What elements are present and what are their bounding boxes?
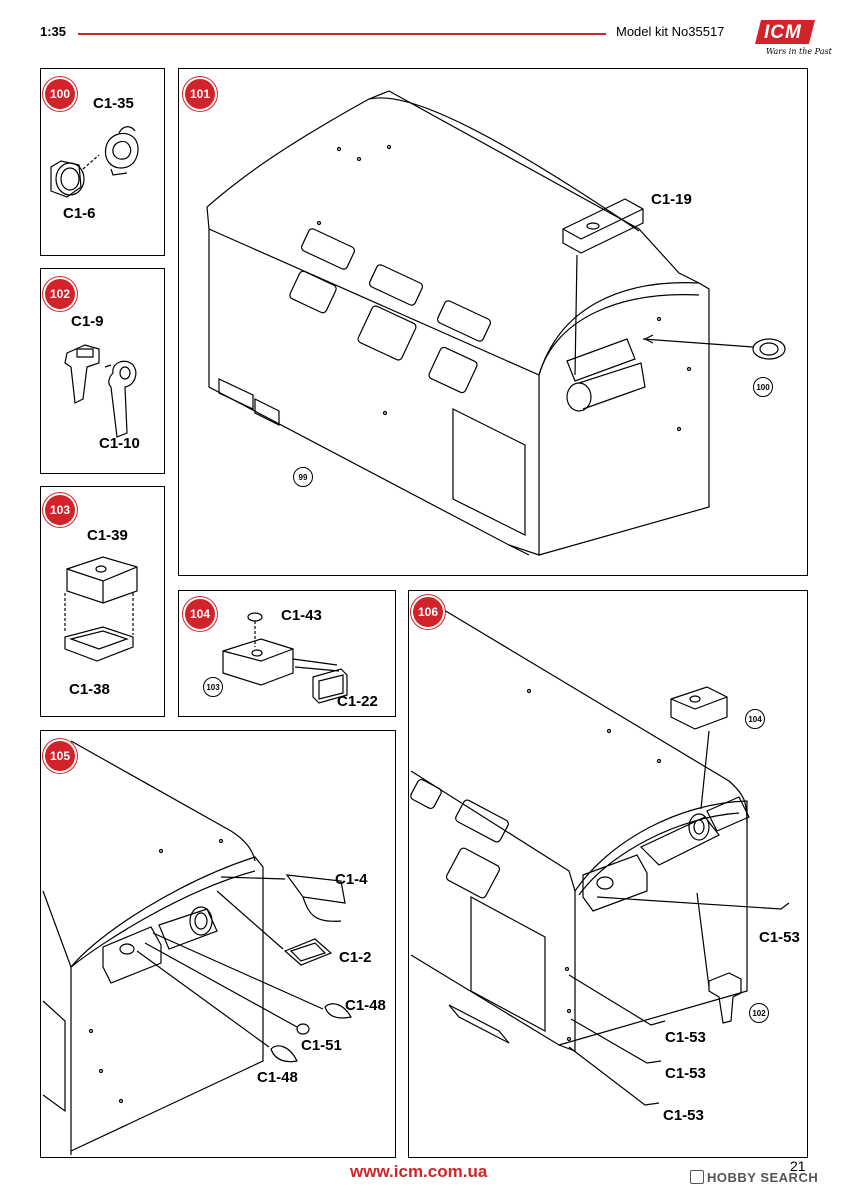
step-103-badge: 103 xyxy=(45,495,75,525)
page-number: 21 xyxy=(790,1158,806,1174)
part-label: C1-43 xyxy=(281,607,322,624)
ref-step-104: 104 xyxy=(745,709,765,729)
step-103-panel: 103 C1-39 C1-38 xyxy=(40,486,165,717)
part-label: C1-48 xyxy=(345,997,386,1014)
step-103-drawing xyxy=(64,556,138,662)
step-105-panel: 105 C1-4 C1-2 C1-48 C1-51 C1-48 xyxy=(40,730,396,1158)
part-label: C1-4 xyxy=(335,871,368,888)
part-label: C1-53 xyxy=(665,1029,706,1046)
part-label: C1-53 xyxy=(759,929,800,946)
step-105-drawing xyxy=(42,740,352,1155)
step-100-badge: 100 xyxy=(45,79,75,109)
footer-url: www.icm.com.ua xyxy=(350,1162,488,1181)
step-102-drawing xyxy=(64,344,137,438)
scale-label: 1:35 xyxy=(40,24,67,39)
step-105-badge: 105 xyxy=(45,741,75,771)
part-label: C1-53 xyxy=(663,1107,704,1124)
step-102-badge: 102 xyxy=(45,279,75,309)
step-106-drawing xyxy=(410,600,790,1106)
part-label: C1-9 xyxy=(71,313,104,330)
ref-step-102: 102 xyxy=(749,1003,769,1023)
step-104-drawing xyxy=(222,612,348,704)
step-101-panel: 101 C1-19 100 99 xyxy=(178,68,808,576)
step-106-panel: 106 C1-53 C1-53 C1-53 C1-53 104 102 xyxy=(408,590,808,1158)
logo-text: ICM xyxy=(764,22,802,43)
watermark-text: HOBBY SEARCH xyxy=(707,1170,819,1185)
step-102-panel: 102 C1-9 C1-10 xyxy=(40,268,165,474)
part-label: C1-39 xyxy=(87,527,128,544)
step-106-badge: 106 xyxy=(413,597,443,627)
watermark: HOBBY SEARCH xyxy=(690,1170,818,1185)
part-label: C1-48 xyxy=(257,1069,298,1086)
header-rule xyxy=(78,33,606,35)
part-label: C1-6 xyxy=(63,205,96,222)
part-label: C1-10 xyxy=(99,435,140,452)
ref-step-99: 99 xyxy=(293,467,313,487)
kit-number: Model kit No35517 xyxy=(616,24,725,39)
part-label: C1-53 xyxy=(665,1065,706,1082)
ref-step-100: 100 xyxy=(753,377,773,397)
part-label: C1-51 xyxy=(301,1037,342,1054)
logo-tagline: Wars in the Past xyxy=(766,47,832,56)
part-label: C1-38 xyxy=(69,681,110,698)
step-104-badge: 104 xyxy=(185,599,215,629)
step-100-drawing xyxy=(50,126,139,198)
icm-logo: ICM Wars in the Past xyxy=(755,20,832,60)
hobby-search-icon xyxy=(690,1170,704,1184)
part-label: C1-35 xyxy=(93,95,134,112)
part-label: C1-22 xyxy=(337,693,378,710)
part-label: C1-2 xyxy=(339,949,372,966)
step-101-badge: 101 xyxy=(185,79,215,109)
ref-step-103: 103 xyxy=(203,677,223,697)
part-label: C1-19 xyxy=(651,191,692,208)
step-101-drawing xyxy=(206,90,786,556)
step-104-panel: 104 C1-43 C1-22 103 xyxy=(178,590,396,717)
step-100-panel: 100 C1-35 C1-6 xyxy=(40,68,165,256)
